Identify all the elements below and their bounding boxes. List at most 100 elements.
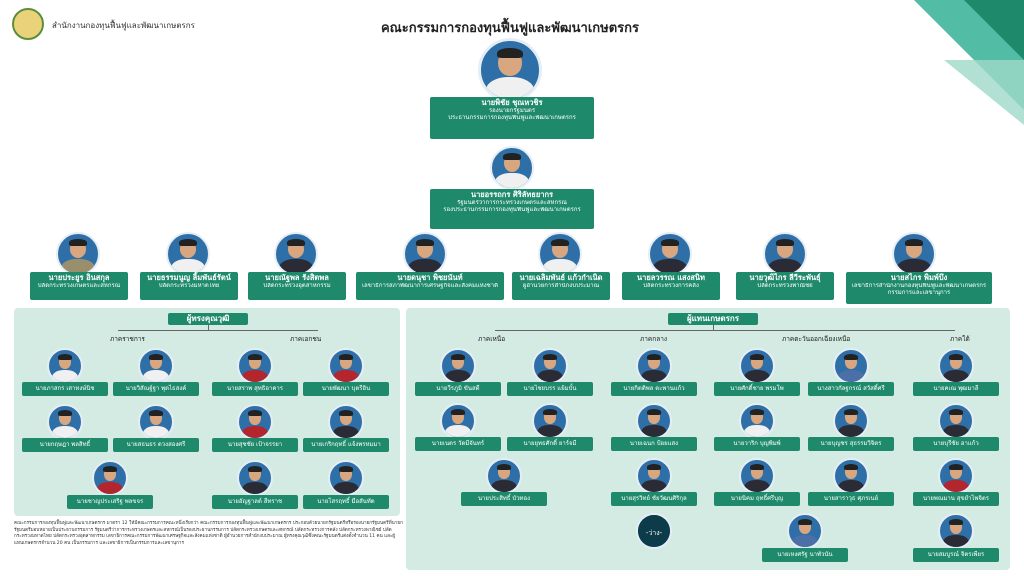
- rep-name: นายนิคม ฤทธิ์ศรีบุญ: [714, 492, 800, 506]
- rep-name: นายไชยบรร แย้มบั้น: [507, 382, 593, 396]
- chair-line2: ประธานกรรมการกองทุนฟื้นฟูและพัฒนาเกษตรกร: [448, 114, 576, 121]
- member-name: นายณัฐพล รังสิตพล: [265, 273, 329, 282]
- expert-name: นายภาสกร เสาหงษ์นิช: [22, 382, 108, 396]
- rep-name: นางสาวกัลฐกรณ์ สวัสดิ์ศรี: [808, 382, 894, 396]
- member-photo: [763, 232, 807, 276]
- member-name: นายธรรมนูญ ลิ้มพันธ์รัตน์: [147, 273, 231, 282]
- rep-photo: [833, 348, 869, 384]
- rep-name: นายกิตติพล ตะพานแก้ว: [611, 382, 697, 396]
- member-box: นายลวรรณ แสงสนิทปลัดกระทรวงการคลัง: [622, 272, 720, 300]
- expert-name: นายวิสัณฐ์ฐา พุดไธสงค์: [113, 382, 199, 396]
- member-photo: [274, 232, 318, 276]
- expert-photo: [138, 348, 174, 384]
- rep-photo: [440, 348, 476, 384]
- vice-box: นายอรรถกร ศิริลัทธยากร รัฐมนตรีว่าการกระ…: [430, 189, 594, 229]
- expert-photo: [138, 404, 174, 440]
- expert-name: นายสราพ สุทธิอาคาร: [212, 382, 298, 396]
- member-position: ผู้อำนวยการสำนักงบประมาณ: [522, 282, 600, 289]
- rep-photo: [636, 458, 672, 494]
- connector: [495, 330, 955, 331]
- corner-decoration: [964, 0, 1024, 60]
- member-box: นายณัฐพล รังสิตพลปลัดกระทรวงอุตสาหกรรม: [248, 272, 346, 300]
- rep-name: นายบุญชร สุธรรมวิจิตร: [808, 437, 894, 451]
- rep-name: นายสาราวุธ ศุภรเนย์: [808, 492, 894, 506]
- member-name: นายเฉลิมพันธ์ แก้วกำเนิด: [519, 273, 603, 282]
- member-position: ปลัดกระทรวงมหาดไทย: [158, 282, 220, 289]
- reps-title: ผู้แทนเกษตรกร: [668, 313, 758, 325]
- member-box: นายสไกร พิมพ์บึงเลขาธิการสำนักงานกองทุนฟ…: [846, 272, 992, 304]
- member-box: นายดนุชา พิชยนันท์เลขาธิการสภาพัฒนาการเศ…: [356, 272, 504, 300]
- member-photo: [648, 232, 692, 276]
- rep-photo: [440, 403, 476, 439]
- rep-name: นายบุรีชัย ฮาแก้ว: [913, 437, 999, 451]
- rep-photo: [787, 513, 823, 549]
- member-box: นายเฉลิมพันธ์ แก้วกำเนิดผู้อำนวยการสำนัก…: [512, 272, 610, 300]
- reps-panel: [406, 308, 1010, 570]
- expert-name: นายสธนธร ดวงสองศรี: [113, 438, 199, 452]
- member-name: นายวุฒิไกร ลีวีระพันธุ์: [749, 273, 821, 282]
- rep-photo: [532, 403, 568, 439]
- region-north: ภาคเหนือ: [478, 335, 506, 343]
- member-photo: [403, 232, 447, 276]
- vice-name: นายอรรถกร ศิริลัทธยากร: [470, 190, 554, 199]
- rep-name: นายศักดิ์ชาย พรมโพ: [714, 382, 800, 396]
- corner-decoration: [944, 60, 1024, 125]
- rep-photo: [739, 458, 775, 494]
- member-photo: [892, 232, 936, 276]
- rep-photo: [833, 403, 869, 439]
- experts-group-b: ภาคเอกชน: [290, 335, 322, 343]
- expert-photo: [47, 348, 83, 384]
- rep-photo: [938, 403, 974, 439]
- rep-photo: [739, 348, 775, 384]
- member-photo: [538, 232, 582, 276]
- region-central: ภาคกลาง: [640, 335, 668, 343]
- rep-name: นายคเณ พุฒมาลี: [913, 382, 999, 396]
- expert-photo: [328, 404, 364, 440]
- rep-name: นายเนตร วัดมีจันทร์: [415, 437, 501, 451]
- rep-photo: [938, 348, 974, 384]
- expert-name: นายสุชชัย เป้าจรรยา: [212, 438, 298, 452]
- expert-photo: [328, 460, 364, 496]
- footnote: คณะกรรมการกองทุนฟื้นฟูและพัฒนาเกษตรกร มา…: [14, 521, 403, 546]
- member-name: นายดนุชา พิชยนันท์: [397, 273, 463, 282]
- vacant-label: -ว่าง-: [645, 528, 663, 537]
- member-box: นายธรรมนูญ ลิ้มพันธ์รัตน์ปลัดกระทรวงมหาด…: [140, 272, 238, 300]
- experts-title: ผู้ทรงคุณวุฒิ: [168, 313, 248, 325]
- member-position-secondary: กรรมการและเลขานุการ: [887, 289, 951, 296]
- region-northeast: ภาคตะวันออกเฉียงเหนือ: [782, 335, 851, 343]
- member-box: นายวุฒิไกร ลีวีระพันธุ์ปลัดกระทรวงพาณิชย…: [736, 272, 834, 300]
- rep-photo: [938, 513, 974, 549]
- rep-name: นายวีรภูมิ ขันสดี: [415, 382, 501, 396]
- expert-name: นายโสรฤทธิ์ มือสันทัด: [303, 495, 389, 509]
- member-box: นายประยูร อินสกุลปลัดกระทรวงเกษตรและสหกร…: [30, 272, 128, 300]
- region-south: ภาคใต้: [950, 335, 970, 343]
- rep-photo: [739, 403, 775, 439]
- expert-photo: [237, 404, 273, 440]
- member-name: นายลวรรณ แสงสนิท: [637, 273, 705, 282]
- experts-group-a: ภาคราชการ: [110, 335, 145, 343]
- rep-name: นายเหงศรัฐ นาพัวนัน: [762, 548, 848, 562]
- chair-box: นายพิชัย ชุณหวชิร รองนายกรัฐมนตรี ประธาน…: [430, 97, 594, 139]
- rep-photo: [532, 348, 568, 384]
- rep-name: นายประสิทธิ์ บัวทอง: [461, 492, 547, 506]
- member-position: ปลัดกระทรวงการคลัง: [643, 282, 699, 289]
- expert-name: นายพัฒนา บุตรีอิน: [303, 382, 389, 396]
- rep-photo: [486, 458, 522, 494]
- rep-name: นายเฉนก ป้อยแสง: [611, 437, 697, 451]
- chair-name: นายพิชัย ชุณหวชิร: [481, 98, 543, 107]
- connector: [118, 330, 318, 331]
- member-position: ปลัดกระทรวงพาณิชย์: [757, 282, 813, 289]
- vice-line2: รองประธานกรรมการกองทุนฟื้นฟูและพัฒนาเกษต…: [443, 206, 581, 213]
- expert-photo: [328, 348, 364, 384]
- member-position: ปลัดกระทรวงเกษตรและสหกรณ์: [37, 282, 121, 289]
- expert-photo: [237, 348, 273, 384]
- rep-name: นายสุรวิทย์ ชัยวัฒนศิริกุล: [611, 492, 697, 506]
- vacant-seat: -ว่าง-: [636, 513, 672, 549]
- rep-photo: [938, 458, 974, 494]
- rep-name: นายยุทธศักดิ์ ยาร์จมี: [507, 437, 593, 451]
- expert-name: นายกฤษฎา พลสิทธิ์: [22, 438, 108, 452]
- expert-photo: [237, 460, 273, 496]
- member-position: ปลัดกระทรวงอุตสาหกรรม: [263, 282, 331, 289]
- rep-name: นายสมบูรณ์ จิตรเพียร: [913, 548, 999, 562]
